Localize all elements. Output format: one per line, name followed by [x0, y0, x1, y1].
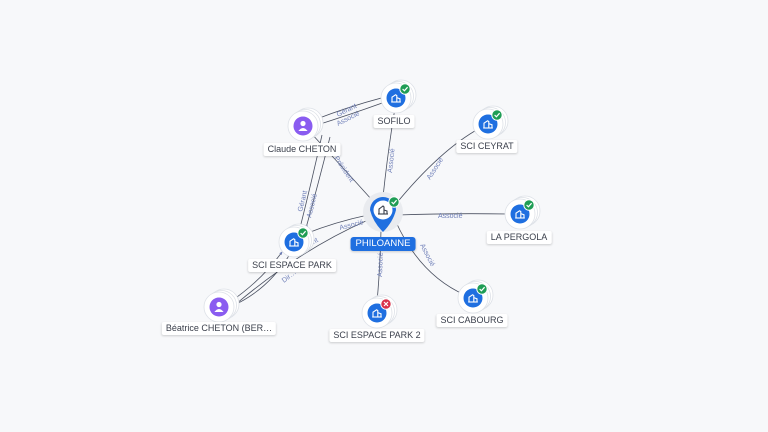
node-label-claude-cheton[interactable]: Claude CHETON: [263, 143, 341, 156]
closed-status-icon: [380, 298, 392, 310]
active-status-icon: [491, 109, 503, 121]
building-icon: [391, 94, 401, 103]
node-sci-cabourg[interactable]: [457, 279, 494, 314]
edge-philoanne-pergola: [397, 212, 511, 216]
node-beatrice-cheton[interactable]: [203, 288, 240, 323]
active-status-icon: [388, 196, 400, 208]
node-claude-cheton[interactable]: [287, 107, 324, 142]
edge-label: Associé: [387, 148, 397, 173]
node-label-beatrice-cheton[interactable]: Béatrice CHETON (BER…: [161, 322, 277, 335]
edge-philoanne-ceyrat: [394, 127, 481, 206]
edge-label: Gérant: [297, 190, 309, 213]
active-status-icon: [523, 199, 535, 211]
node-sci-espace-park[interactable]: [278, 223, 315, 258]
building-icon: [378, 205, 388, 215]
building-icon: [468, 294, 478, 303]
edge-label: Associé: [418, 243, 435, 268]
edge-beatrice-philoanne: [235, 219, 369, 305]
building-icon: [289, 238, 299, 247]
nodes-layer: [203, 79, 541, 329]
node-sci-ceyrat[interactable]: [472, 105, 509, 140]
edge-label: Président: [332, 155, 354, 183]
node-sci-espace-park-2[interactable]: [361, 294, 398, 329]
active-status-icon: [297, 227, 309, 239]
building-icon: [515, 210, 525, 219]
building-icon: [372, 309, 382, 318]
node-label-sofilo[interactable]: SOFILO: [373, 115, 415, 128]
edge-philoanne-cabourg: [395, 221, 466, 296]
building-icon: [483, 120, 493, 129]
node-philoanne[interactable]: [363, 192, 403, 232]
edge-label: Associé: [377, 252, 385, 277]
edge-label: Associé: [426, 157, 445, 181]
node-sofilo[interactable]: [380, 79, 417, 114]
active-status-icon: [476, 283, 488, 295]
node-label-sci-cabourg[interactable]: SCI CABOURG: [436, 314, 508, 327]
node-label-sci-espace-park[interactable]: SCI ESPACE PARK: [248, 259, 336, 272]
active-status-icon: [399, 83, 411, 95]
person-icon: [214, 301, 224, 312]
node-label-sci-ceyrat[interactable]: SCI CEYRAT: [456, 140, 518, 153]
node-la-pergola[interactable]: [504, 195, 541, 230]
edge-label: Associé: [438, 213, 463, 220]
person-icon: [298, 120, 308, 131]
node-label-la-pergola[interactable]: LA PERGOLA: [486, 231, 552, 244]
node-label-philoanne[interactable]: PHILOANNE: [350, 237, 416, 251]
node-label-sci-espace-park-2[interactable]: SCI ESPACE PARK 2: [329, 329, 425, 342]
edge-claude-philoanne: [309, 131, 373, 201]
